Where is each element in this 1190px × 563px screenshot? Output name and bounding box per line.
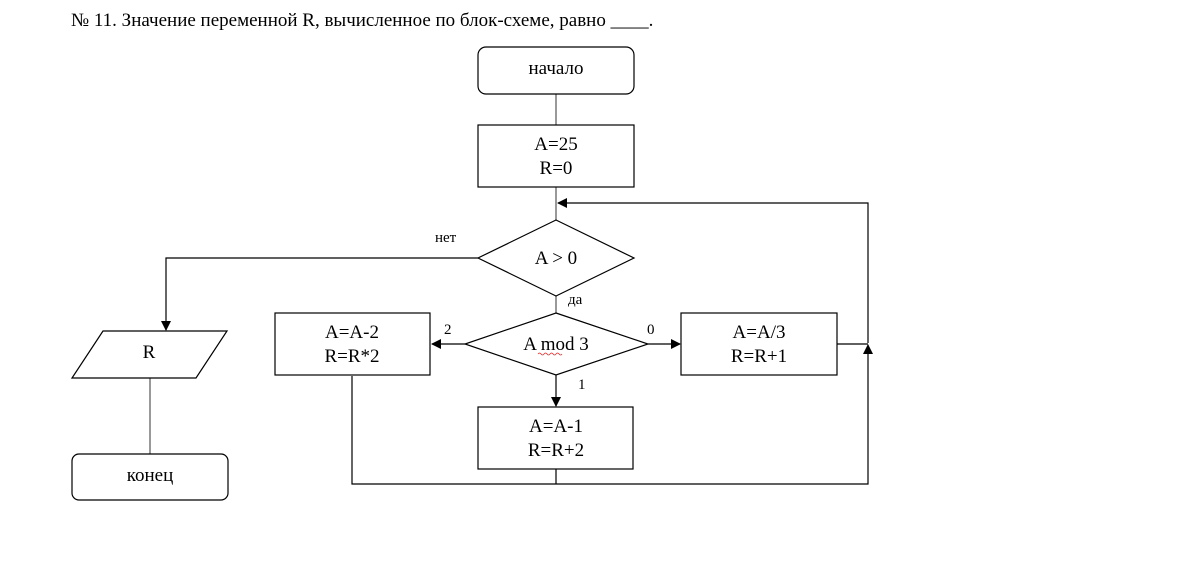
start-terminal: начало [477,46,635,95]
case-1-label: 1 [578,377,586,393]
init-line1: A=25 [534,134,577,155]
case-0-label: 0 [647,322,655,338]
init-line2: R=0 [540,158,573,179]
condition-diamond: A > 0 [476,219,636,297]
case1-block: A=A-1 R=R+2 [477,406,634,470]
mod-operator: mod [541,334,575,355]
question-text: № 11. Значение переменной R, вычисленное… [71,10,654,31]
mod-condition-label: A mod 3 [523,334,588,355]
spellcheck-underline [537,352,563,356]
case0-block: A=A/3 R=R+1 [680,312,838,376]
arrow-no-branch [161,257,478,331]
branch-yes-label: да [568,292,583,308]
case-2-label: 2 [444,322,452,338]
arrow-loop-back [557,198,869,343]
mod-diamond: A mod 3 [463,312,650,376]
mod-suffix: 3 [574,334,588,355]
case2-line1: A=A-2 [325,322,379,343]
end-label: конец [127,465,174,486]
case1-line1: A=A-1 [529,416,583,437]
case1-line2: R=R+2 [528,440,584,461]
case0-line2: R=R+1 [731,346,787,367]
start-label: начало [529,58,584,79]
branch-no-label: нет [435,230,457,246]
output-label: R [143,342,156,363]
init-block: A=25 R=0 [477,124,635,188]
output-parallelogram: R [70,330,229,379]
case2-line2: R=R*2 [324,346,379,367]
arrow-merge-loop [351,344,873,485]
condition-label: A > 0 [535,248,577,269]
mod-prefix: A [523,334,540,355]
end-terminal: конец [71,453,229,501]
case2-block: A=A-2 R=R*2 [274,312,431,376]
case0-line1: A=A/3 [733,322,786,343]
